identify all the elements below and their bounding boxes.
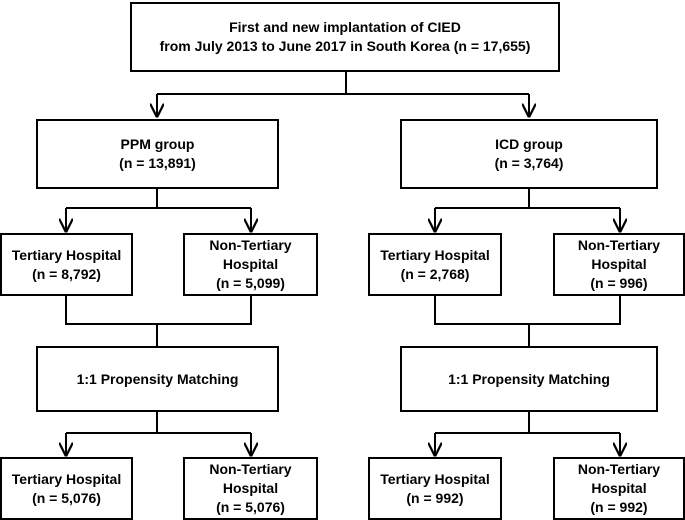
icd-tertiary-label: Tertiary Hospital [380, 246, 490, 263]
ppm-nontertiary-label2: Hospital [222, 256, 279, 272]
ppm-propensity-matching-box: 1:1 Propensity Matching [36, 346, 279, 412]
icd-matched-tertiary-count: (n = 992) [406, 489, 464, 506]
connector-icd-split [435, 189, 620, 209]
connector-ppm-after-split [66, 412, 251, 434]
icd-nontertiary-label2: Hospital [591, 256, 647, 272]
icd-tertiary-box: Tertiary Hospital (n = 2,768) [368, 233, 502, 296]
ppm-matched-tertiary-count: (n = 5,076) [32, 489, 101, 506]
ppm-group-title: PPM group [120, 136, 195, 152]
ppm-tertiary-box: Tertiary Hospital (n = 8,792) [0, 233, 133, 296]
icd-matched-tertiary-box: Tertiary Hospital (n = 992) [368, 457, 502, 520]
ppm-nontertiary-count: (n = 5,099) [216, 275, 285, 291]
ppm-matched-nontertiary-box: Non-Tertiary Hospital (n = 5,076) [183, 457, 318, 520]
connector-ppm-split [66, 189, 251, 209]
ppm-tertiary-label: Tertiary Hospital [11, 246, 122, 263]
connector-top-split [157, 72, 529, 95]
ppm-matched-tertiary-label: Tertiary Hospital [11, 470, 122, 487]
ppm-matched-nontertiary-count: (n = 5,076) [216, 499, 285, 515]
ppm-group-count: (n = 13,891) [119, 155, 196, 171]
ppm-nontertiary-label1: Non-Tertiary [209, 237, 292, 253]
icd-matched-nontertiary-box: Non-Tertiary Hospital (n = 992) [553, 457, 685, 520]
icd-nontertiary-box: Non-Tertiary Hospital (n = 996) [553, 233, 685, 296]
ppm-matched-nontertiary-label1: Non-Tertiary [209, 461, 292, 477]
total-cied-line2: from July 2013 to June 2017 in South Kor… [159, 38, 531, 54]
total-cied-line1: First and new implantation of CIED [229, 19, 461, 35]
ppm-propensity-matching-label: 1:1 Propensity Matching [76, 370, 239, 387]
ppm-nontertiary-box: Non-Tertiary Hospital (n = 5,099) [183, 233, 318, 296]
icd-propensity-matching-label: 1:1 Propensity Matching [448, 370, 610, 387]
connector-icd-merge [434, 296, 621, 346]
icd-propensity-matching-box: 1:1 Propensity Matching [400, 346, 658, 412]
ppm-matched-nontertiary-label2: Hospital [222, 480, 279, 496]
connector-icd-after-split [435, 412, 620, 434]
icd-matched-nontertiary-label2: Hospital [591, 480, 647, 496]
connector-ppm-merge [65, 296, 252, 346]
ppm-matched-tertiary-box: Tertiary Hospital (n = 5,076) [0, 457, 133, 520]
icd-matched-nontertiary-count: (n = 992) [590, 499, 648, 515]
total-cied-box: First and new implantation of CIED from … [130, 2, 560, 72]
icd-group-title: ICD group [495, 136, 563, 152]
icd-nontertiary-label1: Non-Tertiary [577, 237, 661, 253]
ppm-tertiary-count: (n = 8,792) [32, 265, 101, 282]
ppm-group-box: PPM group (n = 13,891) [36, 119, 279, 189]
icd-nontertiary-count: (n = 996) [590, 275, 648, 291]
icd-matched-nontertiary-label1: Non-Tertiary [577, 461, 661, 477]
icd-group-count: (n = 3,764) [494, 155, 564, 171]
icd-group-box: ICD group (n = 3,764) [400, 119, 658, 189]
icd-tertiary-count: (n = 2,768) [400, 265, 470, 282]
icd-matched-tertiary-label: Tertiary Hospital [380, 470, 490, 487]
